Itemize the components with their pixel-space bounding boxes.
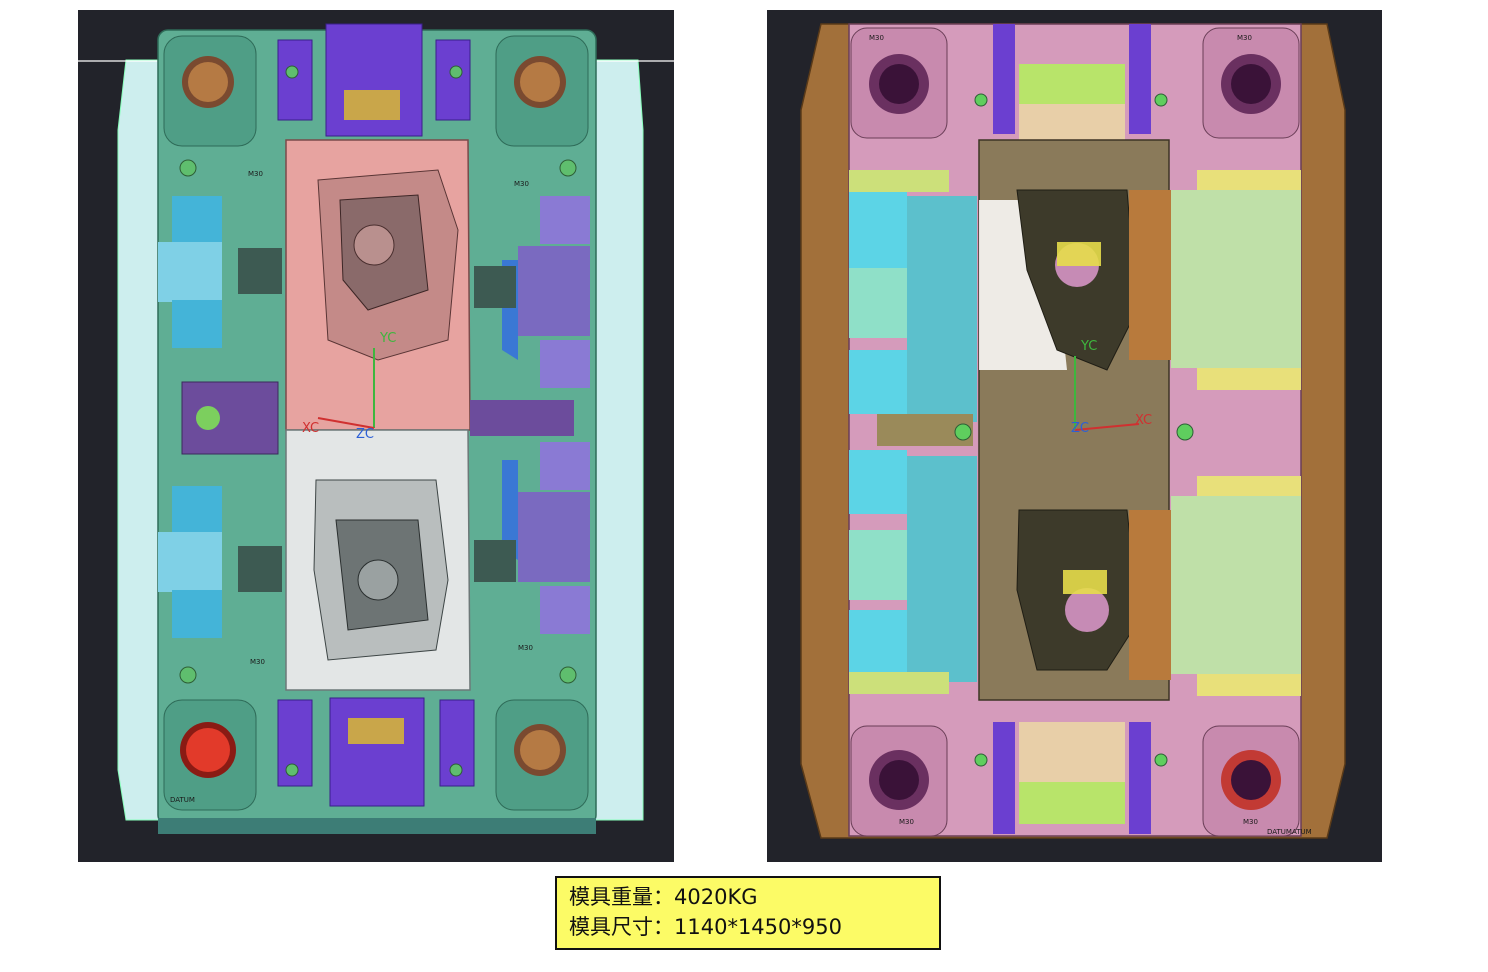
bolt-holes — [179, 65, 577, 777]
m30-label-bottom-right: M30 — [1243, 818, 1258, 826]
right-mold-drawing: YC ZC XC M30 M30 M30 M30 DATUMATUM — [800, 23, 1346, 839]
mold-weight-text: 模具重量：4020KG — [569, 885, 758, 909]
left-mold-drawing: YC ZC XC M30 M30 M30 M30 DATUM — [78, 23, 674, 834]
right-slides — [470, 196, 590, 634]
m30-label-top-right: M30 — [1237, 34, 1252, 42]
leader-pin-bottom-left — [163, 699, 257, 811]
m30-label-top-left: M30 — [248, 170, 263, 178]
pocket-right-upper — [474, 266, 516, 308]
bushing-bottom-right — [1202, 725, 1300, 837]
axis-triad: YC ZC XC — [302, 331, 396, 442]
pocket-right-lower — [474, 540, 516, 582]
mold-size-text: 模具尺寸：1140*1450*950 — [569, 915, 842, 939]
axis-zc-label: ZC — [1071, 421, 1089, 436]
pocket-left-upper — [238, 248, 282, 294]
pocket-left-lower — [238, 546, 282, 592]
left-slides — [158, 196, 279, 638]
axis-xc-label: XC — [302, 421, 319, 436]
bushing-bottom-left — [850, 725, 948, 837]
m30-label-bottom-left: M30 — [250, 658, 265, 666]
m30-label-top-right: M30 — [514, 180, 529, 188]
bottom-lock-block — [277, 697, 475, 807]
left-cad-viewport[interactable]: YC ZC XC M30 M30 M30 M30 DATUM — [78, 10, 674, 862]
bushing-top-left — [850, 27, 948, 139]
leader-pin-top-right — [495, 35, 589, 147]
axis-zc-label: ZC — [356, 427, 374, 442]
brown-slide-upper — [1129, 190, 1171, 360]
axis-yc-label: YC — [379, 331, 396, 346]
bolt-holes — [954, 93, 1194, 767]
bottom-lock-block — [993, 722, 1151, 834]
datum-label: DATUM — [170, 796, 195, 804]
datum-label: DATUMATUM — [1267, 828, 1312, 836]
m30-label-bottom-right: M30 — [518, 644, 533, 652]
left-slides — [849, 170, 977, 694]
axis-triad: YC ZC XC — [1071, 339, 1152, 436]
brown-slide-lower — [1129, 510, 1171, 680]
top-lock-block — [277, 23, 471, 137]
plate-bottom-edge — [158, 818, 596, 834]
axis-yc-label: YC — [1080, 339, 1097, 354]
top-lock-block — [993, 24, 1151, 142]
right-slides — [1171, 170, 1301, 696]
axis-xc-label: XC — [1135, 413, 1152, 428]
right-cad-viewport[interactable]: YC ZC XC M30 M30 M30 M30 DATUMATUM — [767, 10, 1382, 862]
mold-spec-box: 模具重量：4020KG 模具尺寸：1140*1450*950 — [555, 876, 941, 950]
bushing-top-right — [1202, 27, 1300, 139]
leader-pin-top-left — [163, 35, 257, 147]
m30-label-top-left: M30 — [869, 34, 884, 42]
m30-label-bottom-left: M30 — [899, 818, 914, 826]
leader-pin-bottom-right — [495, 699, 589, 811]
